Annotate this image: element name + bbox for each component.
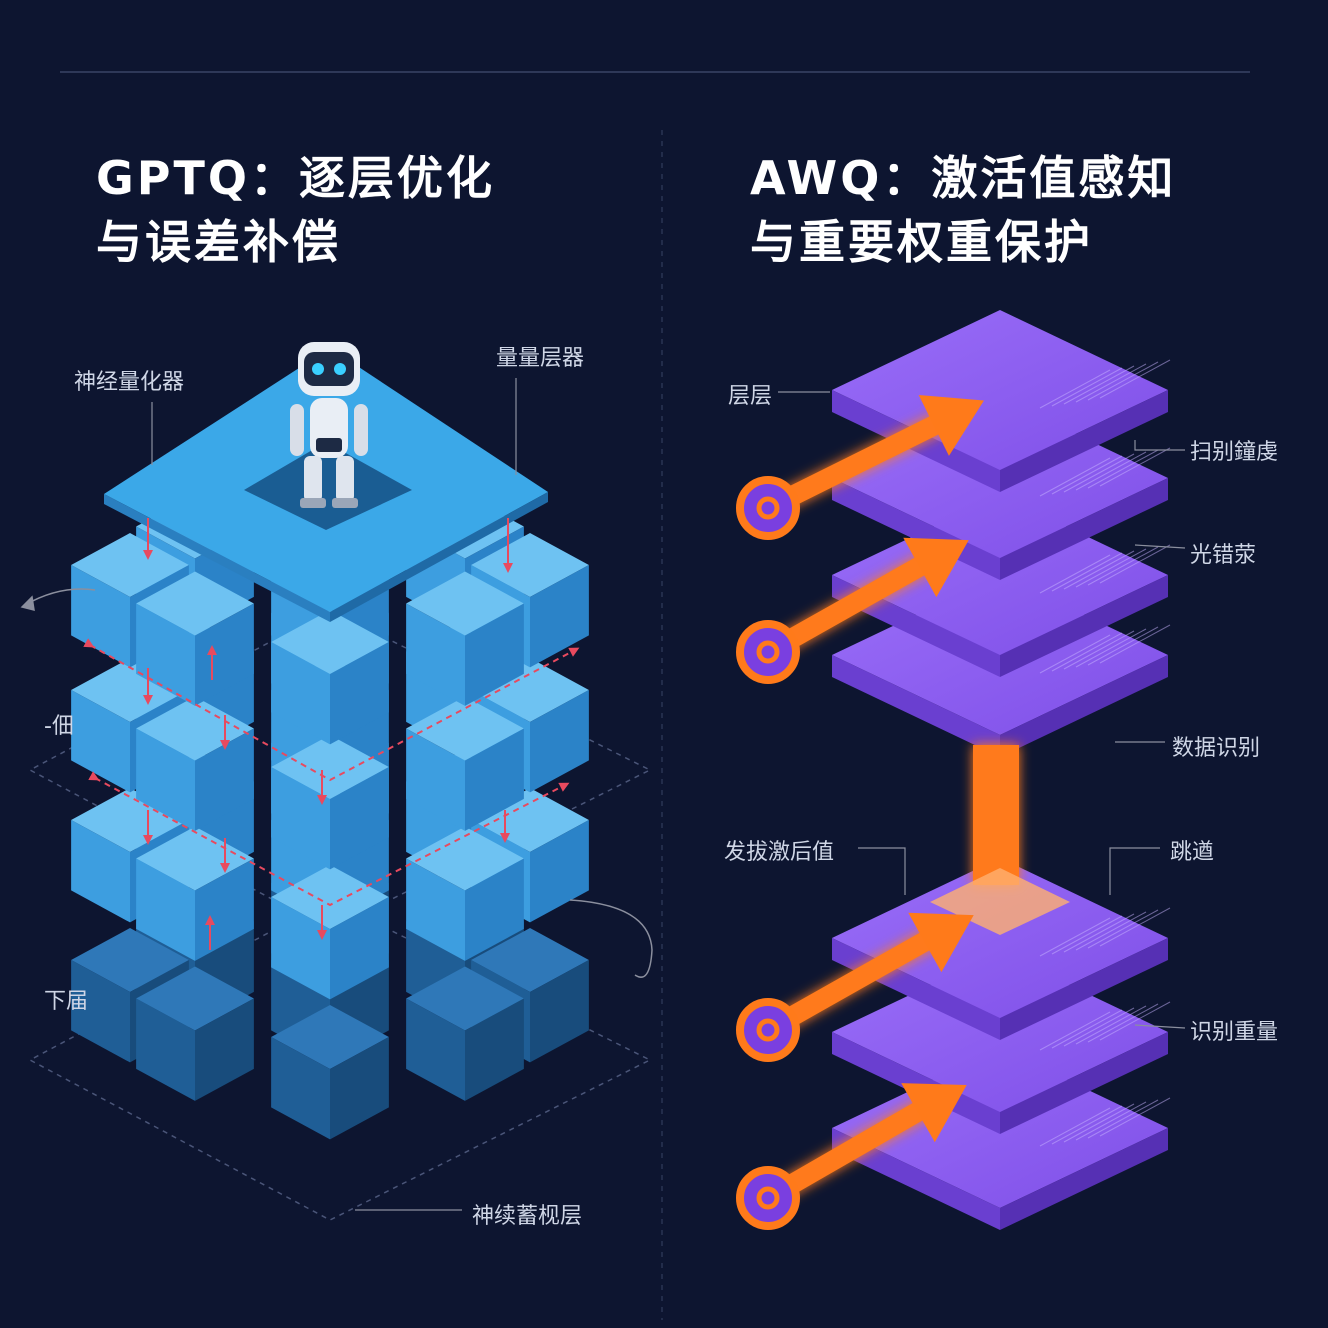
layer-stripe <box>1099 359 1171 399</box>
layer-stripe <box>1087 1099 1159 1139</box>
layer-stripe <box>1063 630 1135 670</box>
label-bottom-layer: 神续蓄枧层 <box>472 1204 583 1229</box>
cube-icon <box>406 966 524 1101</box>
ring-icon <box>736 476 800 540</box>
left-leader-lines <box>151 378 517 1211</box>
awq-title-line1: AWQ：激活值感知 <box>750 151 1177 205</box>
right-leader-lines <box>778 391 1186 1029</box>
label-mid-left: -佃 <box>44 714 74 739</box>
label-activation: 发拔激后值 <box>724 840 835 865</box>
layer-stripe <box>1051 552 1123 592</box>
layer-stripe <box>1099 544 1171 584</box>
label-light: 光错荥 <box>1190 543 1257 568</box>
layer-stripe <box>1087 361 1159 401</box>
layer-stripe <box>1087 449 1159 489</box>
layer-stripe <box>1063 550 1135 590</box>
quantizer-plate <box>104 348 548 622</box>
layer-stripe <box>1075 911 1147 951</box>
layer-stripe <box>1099 1097 1171 1137</box>
layer-stripe <box>1075 628 1147 668</box>
layer-stripe <box>1039 1011 1111 1051</box>
layer-stripe <box>1099 907 1171 947</box>
layer-stripe <box>1039 457 1111 497</box>
gptq-title-line2: 与误差补偿 <box>96 215 341 269</box>
layer-stripe <box>1087 626 1159 666</box>
layer-stripe <box>1087 546 1159 586</box>
layer-stripe <box>1039 554 1111 594</box>
layer-stripe <box>1063 453 1135 493</box>
layer-stripe <box>1075 548 1147 588</box>
arrow-icon <box>736 537 969 684</box>
ring-center <box>756 640 780 664</box>
arrow-head <box>901 1083 967 1143</box>
activation-beam <box>930 745 1070 935</box>
awq-title-line2: 与重要权重保护 <box>750 215 1093 269</box>
layer-stripe <box>1051 915 1123 955</box>
layer-stripe <box>1099 624 1171 664</box>
arrow-head <box>903 537 969 598</box>
arrow-head <box>918 395 984 456</box>
cube-icon <box>406 696 524 831</box>
arrow-icon <box>736 395 984 540</box>
layer-stripe <box>1063 1103 1135 1143</box>
layer-stripe <box>1039 1107 1111 1147</box>
layer-stripe <box>1063 913 1135 953</box>
error-compensation-paths <box>83 638 580 907</box>
layer-stripe <box>1075 363 1147 403</box>
layer-stripe <box>1075 451 1147 491</box>
layer-stripe <box>1051 1009 1123 1049</box>
label-quant-layer: 量量层器 <box>496 346 585 371</box>
layer-stripe <box>1039 917 1111 957</box>
label-skip: 跳遒 <box>1170 840 1215 865</box>
label-neural-quantizer: 神经量化器 <box>74 370 185 395</box>
cube-icon <box>271 1005 389 1140</box>
ring-icon <box>736 1166 800 1230</box>
orange-arrows <box>736 395 984 1230</box>
layer-stripe <box>1051 1105 1123 1145</box>
arrow-icon <box>736 1083 967 1230</box>
ring-center <box>756 496 780 520</box>
layer-stripe <box>1099 1001 1171 1041</box>
arrow-head <box>908 912 974 973</box>
layer-stripe <box>1063 1007 1135 1047</box>
awq-title: AWQ：激活值感知 与重要权重保护 <box>750 146 1176 274</box>
ring-icon <box>736 620 800 684</box>
layer-stripe <box>1039 634 1111 674</box>
layer-stripe <box>1051 632 1123 672</box>
gptq-title-line1: GPTQ：逐层优化 <box>96 151 495 205</box>
side-curves <box>20 588 653 978</box>
layer-stripe <box>1051 367 1123 407</box>
robot-icon <box>290 342 368 508</box>
cube-icon <box>406 826 524 961</box>
layer-stripe <box>1087 1003 1159 1043</box>
ring-icon <box>736 998 800 1062</box>
label-scan: 扫别鐘虔 <box>1190 440 1279 465</box>
layer-stripe <box>1063 365 1135 405</box>
label-layer: 层层 <box>728 384 773 409</box>
layer-stripe <box>1051 455 1123 495</box>
cube-icon <box>271 865 389 1000</box>
layer-stripe <box>1099 447 1171 487</box>
layer-stripe <box>1039 369 1111 409</box>
layer-stripe <box>1087 909 1159 949</box>
gptq-title: GPTQ：逐层优化 与误差补偿 <box>96 146 495 274</box>
down-arrows <box>143 518 513 950</box>
cube-icon <box>136 966 254 1101</box>
ring-center <box>756 1018 780 1042</box>
layer-stripe <box>1075 1101 1147 1141</box>
arrow-icon <box>736 912 974 1062</box>
label-weight-identify: 识别重量 <box>1190 1020 1279 1045</box>
label-data-identify: 数据识别 <box>1172 736 1261 761</box>
ring-center <box>756 1186 780 1210</box>
label-lower-layer: 下届 <box>44 989 89 1014</box>
layer-stripe <box>1075 1005 1147 1045</box>
